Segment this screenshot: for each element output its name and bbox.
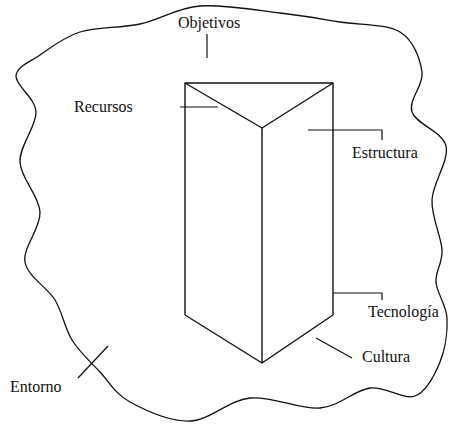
leader-lines — [78, 34, 382, 378]
face-label: Recursos — [74, 98, 133, 116]
leader-line — [206, 34, 207, 58]
leader-line — [78, 346, 108, 378]
leader-line — [308, 130, 382, 140]
environment-outline — [16, 6, 447, 421]
prism-edge — [184, 83, 185, 315]
face-label: Objetivos — [178, 14, 240, 32]
prism-top-face — [185, 83, 333, 128]
prism-edge — [261, 128, 262, 363]
prism-bottom-edge — [185, 315, 333, 363]
face-label: Estructura — [352, 144, 418, 162]
leader-line — [180, 106, 218, 107]
environment-label: Entorno — [10, 378, 62, 396]
leader-line — [333, 293, 382, 300]
leader-line — [316, 338, 352, 358]
triangular-prism — [185, 83, 333, 363]
prism-edge — [332, 83, 333, 315]
face-label: Tecnología — [368, 303, 439, 321]
face-label: Cultura — [362, 348, 410, 366]
